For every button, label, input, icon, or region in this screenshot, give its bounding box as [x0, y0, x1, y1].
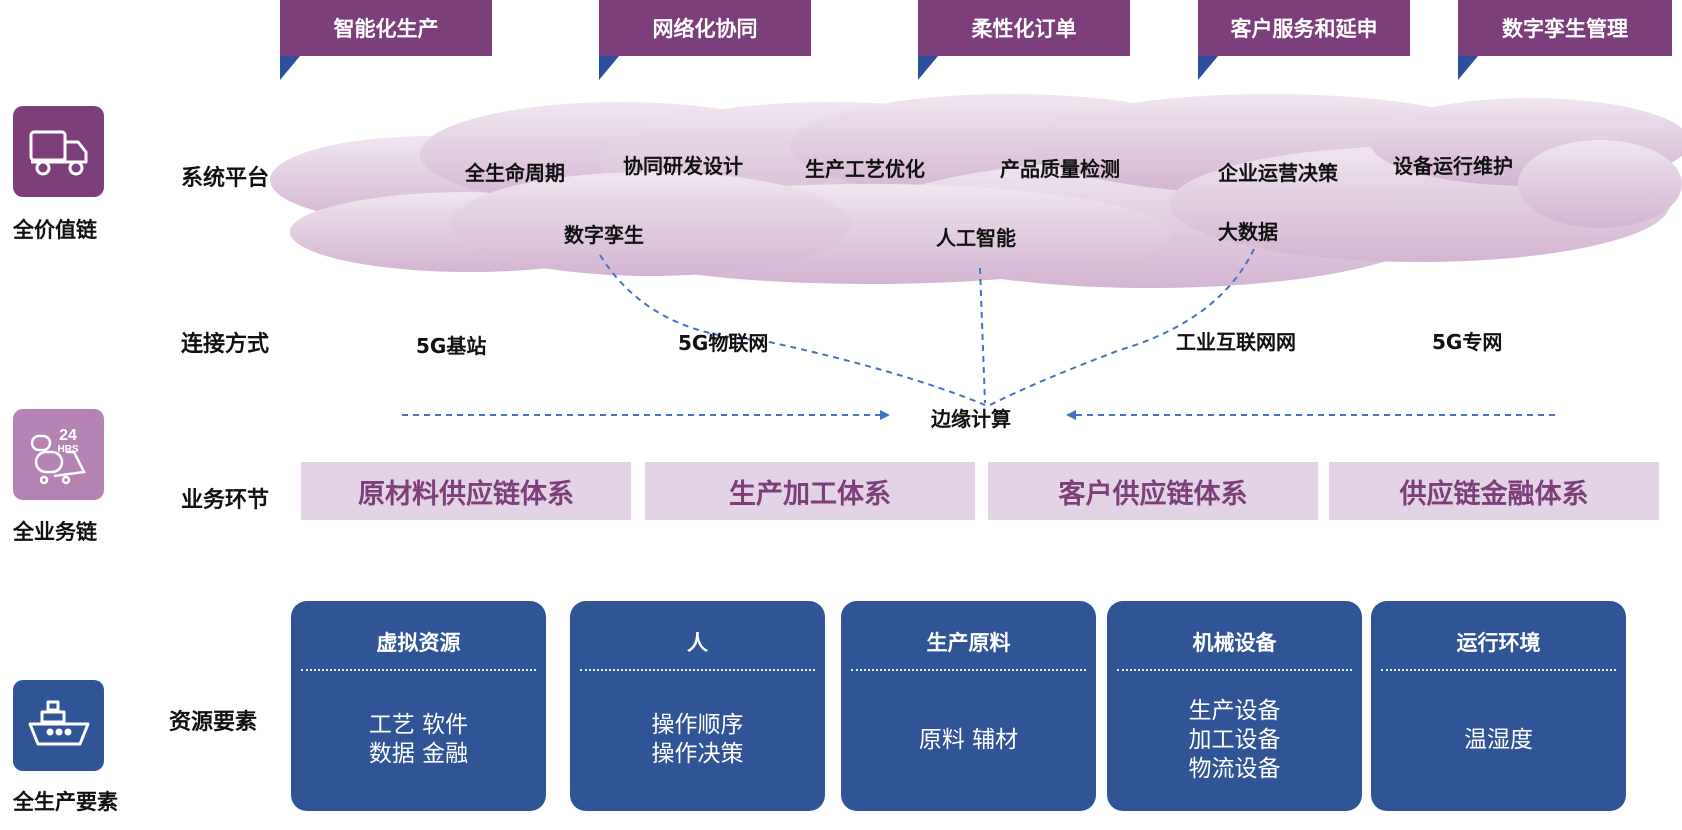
- business-raw-material-chain: 原材料供应链体系: [301, 462, 631, 520]
- resource-card-line: 生产设备: [1188, 697, 1281, 724]
- cloud-item-digital-twin: 数字孪生: [564, 223, 644, 247]
- business-customer-chain: 客户供应链体系: [988, 462, 1318, 520]
- edge-computing-label: 边缘计算: [931, 407, 1011, 431]
- resource-card-line: 温湿度: [1464, 726, 1533, 753]
- platform-cloud: [270, 94, 1682, 288]
- truck-icon: [13, 106, 104, 197]
- conn-industrial-internet: 工业互联网网: [1176, 330, 1296, 354]
- cloud-item-collab-design: 协同研发设计: [623, 154, 743, 178]
- cloud-item-quality-check: 产品质量检测: [1000, 157, 1120, 181]
- resource-card-people: 人 操作顺序 操作决策: [570, 601, 825, 811]
- resource-card-title: 生产原料: [926, 631, 1011, 655]
- tab-digital-twin-management: 数字孪生管理: [1458, 0, 1672, 56]
- tab-flag: [1198, 56, 1218, 80]
- tab-network-collaboration: 网络化协同: [599, 0, 811, 56]
- resource-card-line: 操作顺序: [651, 712, 744, 738]
- card-divider: [1117, 669, 1352, 671]
- card-divider: [851, 669, 1086, 671]
- card-divider: [301, 669, 536, 671]
- resource-card-title: 运行环境: [1456, 631, 1541, 655]
- resource-card-machinery: 机械设备 生产设备 加工设备 物流设备: [1107, 601, 1362, 811]
- svg-text:24: 24: [59, 427, 77, 444]
- cloud-item-equipment-maint: 设备运行维护: [1393, 154, 1513, 178]
- delivery-24h-icon: 24 HRS: [13, 409, 104, 500]
- resource-card-title: 机械设备: [1192, 631, 1277, 655]
- cloud-item-enterprise-decision: 企业运营决策: [1218, 161, 1338, 185]
- conn-5g-iot: 5G物联网: [678, 331, 769, 355]
- resource-card-raw-materials: 生产原料 原料 辅材: [841, 601, 1096, 811]
- card-divider: [580, 669, 815, 671]
- ship-icon: [13, 680, 104, 771]
- section-title-value-chain: 全价值链: [13, 218, 97, 242]
- resource-card-environment: 运行环境 温湿度: [1371, 601, 1626, 811]
- resource-card-title: 虚拟资源: [376, 631, 461, 655]
- row-label-business: 业务环节: [181, 488, 270, 513]
- row-label-connection: 连接方式: [181, 332, 270, 357]
- section-title-production-elements: 全生产要素: [13, 790, 118, 814]
- resource-card-line: 加工设备: [1188, 726, 1281, 753]
- resource-card-virtual: 虚拟资源 工艺 软件 数据 金融: [291, 601, 546, 811]
- row-label-resources: 资源要素: [169, 710, 258, 735]
- cloud-item-lifecycle: 全生命周期: [465, 161, 565, 185]
- tab-flexible-order: 柔性化订单: [918, 0, 1130, 56]
- resource-card-line: 物流设备: [1188, 755, 1281, 782]
- cloud-item-process-opt: 生产工艺优化: [805, 157, 925, 181]
- tab-flag: [1458, 56, 1478, 80]
- resource-card-line: 原料 辅材: [918, 726, 1019, 753]
- resource-card-line: 工艺 软件: [368, 712, 469, 738]
- resource-card-line: 数据 金融: [368, 741, 469, 767]
- section-title-business-chain: 全业务链: [13, 520, 97, 544]
- tab-flag: [280, 56, 300, 80]
- svg-text:HRS: HRS: [57, 444, 78, 455]
- business-production-system: 生产加工体系: [645, 462, 975, 520]
- tab-flag: [599, 56, 619, 80]
- cloud-item-big-data: 大数据: [1218, 220, 1278, 244]
- tab-flag: [918, 56, 938, 80]
- card-divider: [1381, 669, 1616, 671]
- row-label-system-platform: 系统平台: [181, 166, 270, 191]
- resource-card-line: 操作决策: [651, 741, 744, 767]
- conn-5g-private: 5G专网: [1432, 330, 1503, 354]
- conn-5g-base-station: 5G基站: [416, 334, 487, 358]
- business-finance-chain: 供应链金融体系: [1329, 462, 1659, 520]
- cloud-item-ai: 人工智能: [936, 226, 1016, 250]
- tab-intelligent-production: 智能化生产: [280, 0, 492, 56]
- resource-card-title: 人: [687, 631, 708, 655]
- tab-customer-service: 客户服务和延申: [1198, 0, 1410, 56]
